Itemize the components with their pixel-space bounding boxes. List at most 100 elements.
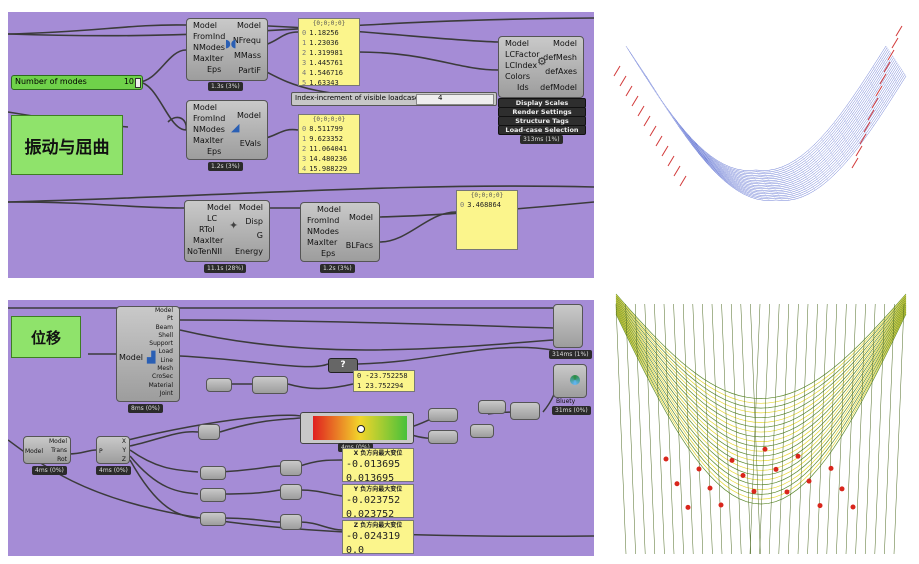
input-model[interactable]: Model <box>193 21 218 30</box>
input-maxiter[interactable]: MaxIter <box>193 136 224 145</box>
slider-track[interactable] <box>416 94 494 105</box>
sort-component[interactable] <box>510 402 540 420</box>
input-fromind[interactable]: FromInd <box>307 216 340 225</box>
merge-component[interactable] <box>470 424 494 438</box>
model-view-component[interactable]: Model LCFactor LCIndex Colors Ids Model … <box>498 36 584 98</box>
analyze-thII-component[interactable]: Model LC RTol MaxIter NoTenNII Model Dis… <box>184 200 270 262</box>
input-model[interactable]: Model <box>207 203 232 212</box>
input-p[interactable]: P <box>99 448 103 455</box>
input-fromind[interactable]: FromInd <box>193 32 226 41</box>
range-panel[interactable]: 0 -23.752258 1 23.752294 <box>353 370 415 392</box>
output-y[interactable]: Y <box>122 447 126 454</box>
output-evals[interactable]: EVals <box>239 139 261 148</box>
input-eps[interactable]: Eps <box>321 249 336 258</box>
output-trans[interactable]: Trans <box>51 447 67 454</box>
bounds-component-y[interactable] <box>200 466 226 480</box>
output-model[interactable]: Model <box>236 21 261 30</box>
input-nmodes[interactable]: NModes <box>193 125 225 134</box>
output-joint[interactable]: Joint <box>159 389 173 397</box>
input-nmodes[interactable]: NModes <box>193 43 225 52</box>
displacement-viewport[interactable] <box>606 284 912 560</box>
output-model[interactable]: Model <box>552 39 577 48</box>
input-nmodes[interactable]: NModes <box>307 227 339 236</box>
mode-shape-viewport[interactable] <box>606 6 912 278</box>
output-shell[interactable]: Shell <box>158 331 173 339</box>
input-model[interactable]: Model <box>193 103 218 112</box>
output-nfrequ[interactable]: NFrequ <box>232 36 261 45</box>
eigenmodes-component[interactable]: Model FromInd NModes MaxIter Eps Model E… <box>186 100 268 160</box>
list-item-component[interactable] <box>428 408 458 422</box>
loadcase-index-slider[interactable]: Index-increment of visible loadcase 4 <box>291 92 497 106</box>
output-crosec[interactable]: CroSec <box>152 373 173 381</box>
z-max-displacement-panel[interactable]: Z 负方向最大变位 -0.024319 0.0 <box>342 520 414 556</box>
transform-component[interactable]: Model Model Trans Rot <box>23 436 71 464</box>
output-defaxes[interactable]: defAxes <box>545 67 577 76</box>
deconstruct-domain-z[interactable] <box>280 514 302 530</box>
buckling-modes-component[interactable]: Model FromInd NModes MaxIter Eps Model B… <box>300 202 380 262</box>
input-maxiter[interactable]: MaxIter <box>193 54 224 63</box>
output-model[interactable]: Model <box>236 111 261 120</box>
input-rtol[interactable]: RTol <box>199 225 215 234</box>
split-component[interactable] <box>478 400 506 414</box>
input-model[interactable]: Model <box>317 205 342 214</box>
input-ids[interactable]: Ids <box>517 83 529 92</box>
output-z[interactable]: Z <box>121 456 126 463</box>
output-model[interactable]: Model <box>154 307 173 314</box>
output-blfacs[interactable]: BLFacs <box>345 241 373 250</box>
deconstruct-point-component[interactable]: P X Y Z <box>96 436 130 464</box>
input-lcfactor[interactable]: LCFactor <box>505 50 540 59</box>
input-lc[interactable]: LC <box>207 214 218 223</box>
output-model[interactable]: Model <box>48 438 67 445</box>
output-material[interactable]: Material <box>148 381 173 389</box>
unknown-param-node[interactable]: ? <box>328 358 358 373</box>
output-energy[interactable]: Energy <box>234 247 263 256</box>
input-model[interactable]: Model <box>25 448 44 455</box>
input-maxiter[interactable]: MaxIter <box>307 238 338 247</box>
input-fromind[interactable]: FromInd <box>193 114 226 123</box>
output-support[interactable]: Support <box>149 340 173 348</box>
disassemble-model-component[interactable]: Model ▟ Model Pt Beam Shell Support Load… <box>116 306 180 402</box>
bluety-component[interactable] <box>553 364 587 398</box>
output-disp[interactable]: Disp <box>245 217 263 226</box>
number-of-modes-slider[interactable]: Number of modes 10 <box>11 75 143 90</box>
bounds-component-x[interactable] <box>198 424 220 440</box>
input-colors[interactable]: Colors <box>505 72 531 81</box>
input-eps[interactable]: Eps <box>207 147 222 156</box>
load-case-selection-button[interactable]: Load-case Selection <box>498 125 586 135</box>
output-rot[interactable]: Rot <box>57 456 67 463</box>
gradient-component[interactable] <box>300 412 414 444</box>
input-notennii[interactable]: NoTenNII <box>187 247 223 256</box>
grasshopper-canvas-bottom[interactable]: 位移 Model ▟ Model Pt Beam Shell Support L… <box>8 300 594 556</box>
output-load[interactable]: Load <box>158 348 173 356</box>
y-max-displacement-panel[interactable]: Y 负方向最大变位 -0.023752 0.023752 <box>342 484 414 520</box>
construct-domain-component[interactable] <box>252 376 288 394</box>
output-defmesh[interactable]: defMesh <box>543 53 577 62</box>
bounds-component-z[interactable] <box>200 488 226 502</box>
grasshopper-canvas-top[interactable]: Number of modes 10 振动与屈曲 Model FromInd N… <box>8 12 594 278</box>
output-model[interactable]: Model <box>238 203 263 212</box>
model-output-component[interactable] <box>553 304 583 348</box>
output-mesh[interactable]: Mesh <box>157 365 173 373</box>
slider-grip[interactable] <box>135 78 141 88</box>
deconstruct-domain-x[interactable] <box>280 460 302 476</box>
bounds-component-w[interactable] <box>200 512 226 526</box>
output-x[interactable]: X <box>121 438 126 445</box>
output-line[interactable]: Line <box>160 356 173 364</box>
output-partif[interactable]: PartiF <box>238 66 261 75</box>
output-beam[interactable]: Beam <box>155 323 173 331</box>
gradient-handle[interactable] <box>357 425 365 433</box>
x-max-displacement-panel[interactable]: X 负方向最大变位 -0.013695 0.013695 <box>342 448 414 484</box>
input-eps[interactable]: Eps <box>207 65 222 74</box>
input-model[interactable]: Model <box>119 353 144 362</box>
modal-analysis-component[interactable]: Model FromInd NModes MaxIter Eps Model N… <box>186 18 268 81</box>
output-pt[interactable]: Pt <box>167 315 173 323</box>
deconstruct-domain-y[interactable] <box>280 484 302 500</box>
output-mmass[interactable]: MMass <box>233 51 261 60</box>
output-model[interactable]: Model <box>348 213 373 222</box>
input-model[interactable]: Model <box>505 39 530 48</box>
bounds-component[interactable] <box>206 378 232 392</box>
input-maxiter[interactable]: MaxIter <box>193 236 224 245</box>
